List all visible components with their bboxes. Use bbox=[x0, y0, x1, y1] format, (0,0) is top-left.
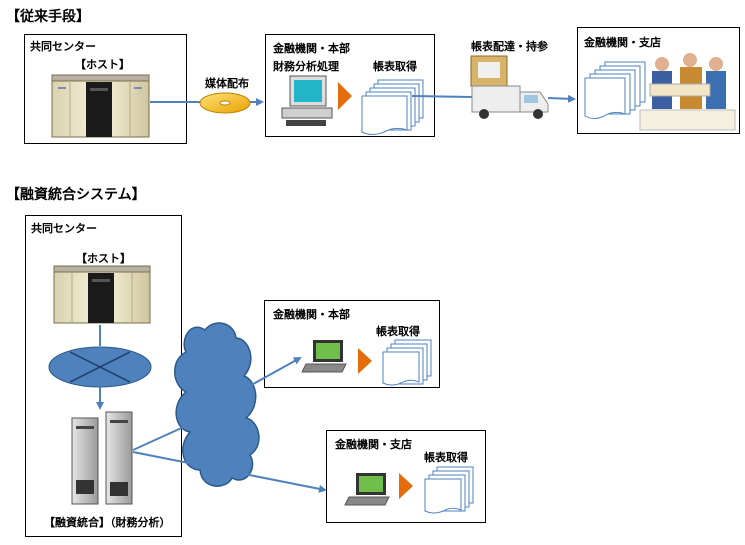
server-icon bbox=[71, 411, 133, 505]
report-label-3: 帳表取得 bbox=[424, 451, 468, 464]
cd-disc-icon bbox=[199, 92, 251, 114]
report-stack-icon bbox=[361, 79, 424, 135]
host-label: 【ホスト】 bbox=[75, 58, 130, 71]
laptop-icon-2 bbox=[344, 473, 390, 506]
delivery-truck-icon bbox=[470, 55, 549, 119]
hq-title: 金融機関・本部 bbox=[273, 42, 350, 55]
host-label-2: 【ホスト】 bbox=[76, 252, 131, 265]
report-label: 帳表取得 bbox=[373, 60, 417, 73]
orange-arrow-icon-2 bbox=[358, 348, 372, 374]
orange-arrow-icon bbox=[338, 82, 352, 110]
report-stack-icon-2 bbox=[382, 339, 432, 386]
process-label: 財務分析処理 bbox=[273, 60, 339, 73]
center-title: 共同センター bbox=[30, 40, 96, 53]
branch-title-2: 金融機関・支店 bbox=[335, 438, 412, 451]
host-mainframe-icon bbox=[51, 74, 150, 138]
media-label: 媒体配布 bbox=[205, 77, 249, 90]
delivery-label: 帳表配達・持参 bbox=[471, 40, 548, 53]
center-title-2: 共同センター bbox=[31, 222, 97, 235]
business-people-icon bbox=[639, 53, 736, 131]
report-stack-icon-3 bbox=[424, 466, 474, 514]
router-icon bbox=[48, 346, 152, 388]
report-label-2: 帳表取得 bbox=[376, 325, 420, 338]
report-stack-icon-branch bbox=[584, 61, 646, 119]
system-label: 【融資統合】（財務分析） bbox=[44, 516, 171, 529]
orange-arrow-icon-3 bbox=[399, 473, 413, 499]
section-title-integrated: 【融資統合システム】 bbox=[6, 187, 146, 203]
hq-title-2: 金融機関・本部 bbox=[273, 308, 350, 321]
host-mainframe-icon-2 bbox=[53, 265, 151, 324]
section-title-conventional: 【従来手段】 bbox=[6, 9, 90, 25]
branch-title: 金融機関・支店 bbox=[584, 36, 661, 49]
desktop-pc-icon bbox=[281, 75, 333, 126]
laptop-icon bbox=[301, 340, 347, 373]
network-cloud-icon bbox=[174, 322, 260, 487]
